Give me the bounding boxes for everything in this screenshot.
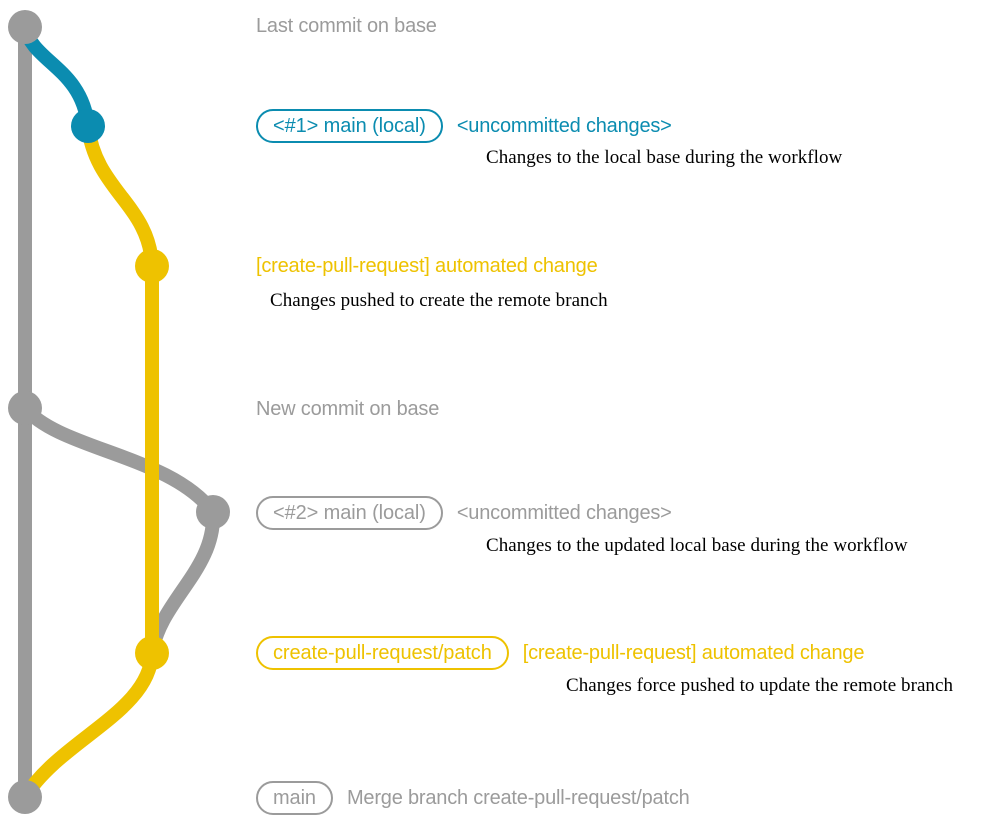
commit-description-automated-change-update: Changes force pushed to update the remot… <box>566 675 954 696</box>
commit-subject-local-commit-1: <uncommitted changes> <box>456 115 672 137</box>
commit-row-automated-change-update: create-pull-request/patch [create-pull-r… <box>256 636 864 670</box>
commit-row-local-commit-2: <#2> main (local) <uncommitted changes> <box>256 496 672 530</box>
commit-subject-new-commit-on-base: New commit on base <box>256 398 440 420</box>
commit-description-local-commit-1: Changes to the local base during the wor… <box>486 147 843 168</box>
commit-node-automated-change-create[interactable] <box>135 249 169 283</box>
commit-description-local-commit-2: Changes to the updated local base during… <box>486 535 908 556</box>
commit-subject-merge-commit: Merge branch create-pull-request/patch <box>346 787 690 809</box>
commit-row-automated-change-create: [create-pull-request] automated change <box>256 256 598 276</box>
branch-badge-create-pull-request-patch[interactable]: create-pull-request/patch <box>256 636 509 670</box>
commit-row-local-commit-1: <#1> main (local) <uncommitted changes> <box>256 109 672 143</box>
edge-patch-lane <box>81 119 159 660</box>
commit-subject-automated-change-create: [create-pull-request] automated change <box>256 255 598 277</box>
branch-badge-main-local-1[interactable]: <#1> main (local) <box>256 109 443 143</box>
edge-base-to-local1 <box>18 20 95 133</box>
branch-badge-main-local-2[interactable]: <#2> main (local) <box>256 496 443 530</box>
edge-base-to-local2 <box>18 401 220 519</box>
commit-subject-last-commit-on-base: Last commit on base <box>256 15 437 37</box>
commit-node-local-commit-2[interactable] <box>196 495 230 529</box>
commit-node-local-commit-1[interactable] <box>71 109 105 143</box>
branch-badge-main[interactable]: main <box>256 781 333 815</box>
commit-node-new-commit-on-base[interactable] <box>8 391 42 425</box>
commit-node-automated-change-update[interactable] <box>135 636 169 670</box>
commit-description-automated-change-create: Changes pushed to create the remote bran… <box>270 290 608 311</box>
commit-row-merge-commit: main Merge branch create-pull-request/pa… <box>256 781 690 815</box>
commit-node-merge-commit[interactable] <box>8 780 42 814</box>
commit-subject-local-commit-2: <uncommitted changes> <box>456 502 672 524</box>
edge-local2-to-patch <box>145 505 221 660</box>
commit-subject-automated-change-update: [create-pull-request] automated change <box>522 642 865 664</box>
edge-patch-to-merge <box>18 646 159 804</box>
commit-node-last-commit-on-base[interactable] <box>8 10 42 44</box>
